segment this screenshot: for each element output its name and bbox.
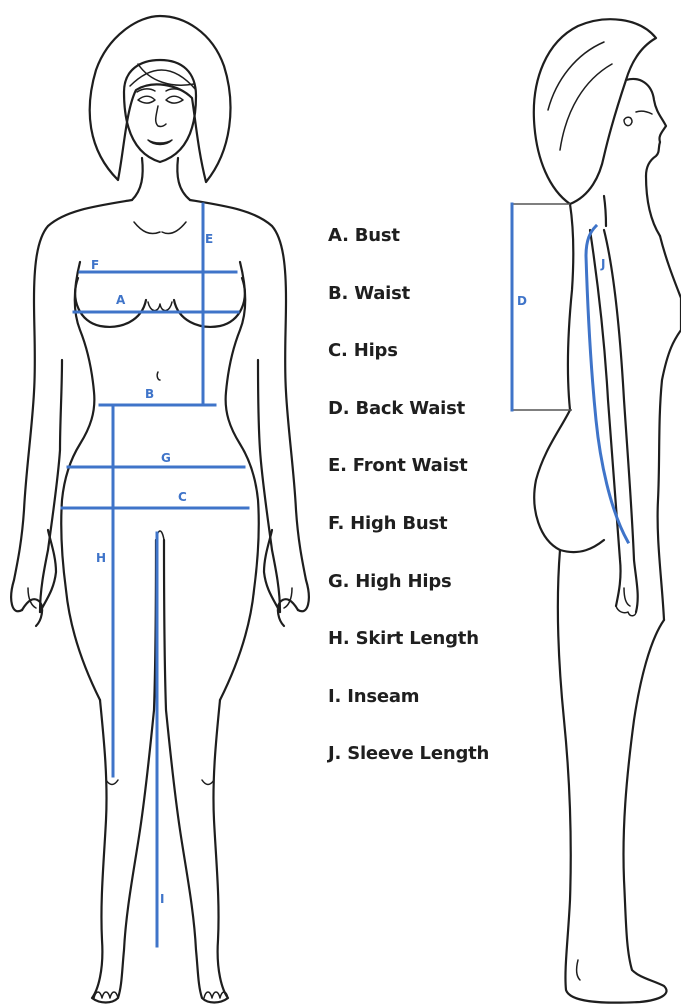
legend-item-front-waist: E. Front Waist <box>328 452 489 510</box>
legend-item-skirt-length: H. Skirt Length <box>328 625 489 683</box>
marker-d: D <box>517 294 527 308</box>
side-figure <box>534 19 681 1002</box>
front-legs <box>92 540 156 1003</box>
marker-i: I <box>160 892 164 906</box>
front-eye-right <box>166 96 183 103</box>
side-face <box>626 79 666 176</box>
legend-item-waist: B. Waist <box>328 280 489 338</box>
legend-item-high-hips: G. High Hips <box>328 568 489 626</box>
front-mouth <box>148 140 172 145</box>
marker-b: B <box>145 387 154 401</box>
marker-f: F <box>91 258 99 272</box>
measurement-legend: A. Bust B. Waist C. Hips D. Back Waist E… <box>328 222 489 798</box>
front-bust <box>75 278 245 327</box>
legend-item-bust: A. Bust <box>328 222 489 280</box>
side-front-outline <box>658 236 681 620</box>
side-measurements: D J <box>512 204 628 542</box>
marker-j: J <box>600 257 605 271</box>
legend-item-inseam: I. Inseam <box>328 683 489 741</box>
marker-g: G <box>161 451 171 465</box>
marker-c: C <box>178 490 187 504</box>
marker-e: E <box>205 232 213 246</box>
legend-item-back-waist: D. Back Waist <box>328 395 489 453</box>
legend-item-high-bust: F. High Bust <box>328 510 489 568</box>
marker-a: A <box>116 293 126 307</box>
marker-h: H <box>96 551 106 565</box>
front-eye-left <box>138 96 155 103</box>
legend-item-hips: C. Hips <box>328 337 489 395</box>
legend-item-sleeve-length: J. Sleeve Length <box>328 740 489 798</box>
front-hair <box>90 16 231 182</box>
